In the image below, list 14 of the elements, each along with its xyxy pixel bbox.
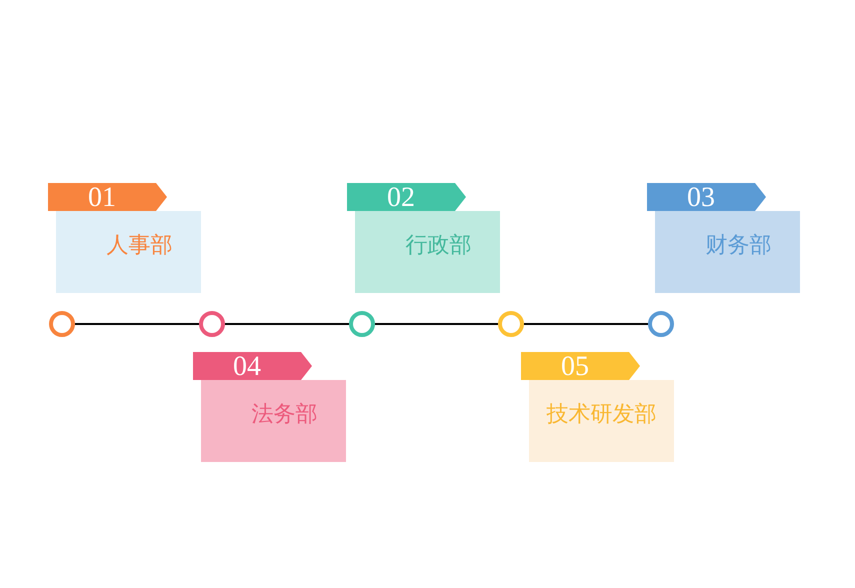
timeline-line	[75, 323, 199, 325]
department-name: 法务部	[250, 404, 318, 426]
department-name: 技术研发部	[546, 404, 658, 426]
department-name: 人事部	[106, 235, 174, 257]
step-number: 05	[561, 353, 589, 381]
department-name: 财务部	[704, 235, 772, 257]
step-number: 03	[687, 184, 715, 212]
department-name: 行政部	[404, 235, 472, 257]
timeline-line	[375, 323, 498, 325]
step-number: 01	[88, 184, 116, 212]
step-number: 04	[233, 353, 261, 381]
step-number: 02	[387, 184, 415, 212]
timeline-line	[225, 323, 349, 325]
timeline-line	[524, 323, 648, 325]
